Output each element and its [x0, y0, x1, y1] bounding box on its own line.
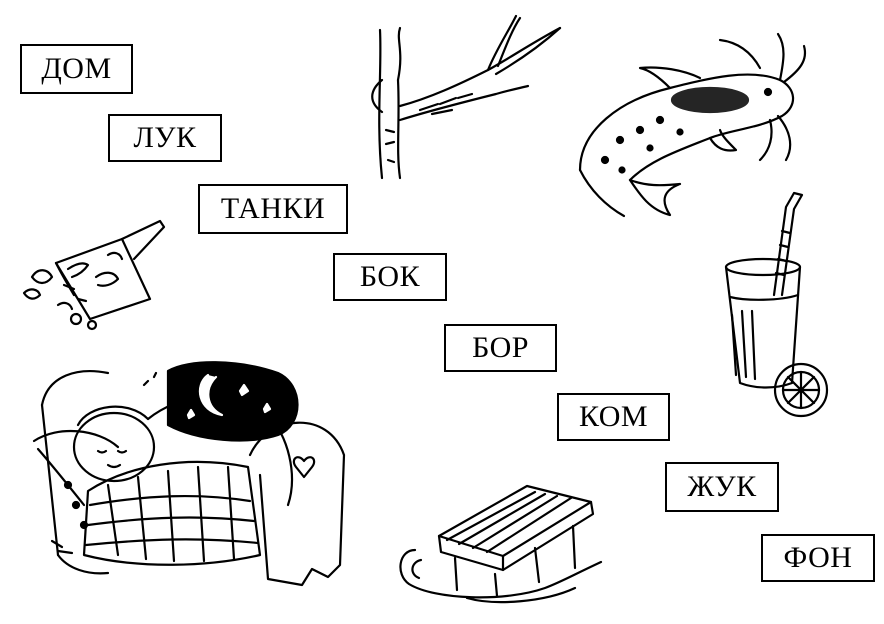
juice-glass-icon: [716, 185, 841, 420]
word-card-bor[interactable]: БОР: [444, 324, 557, 372]
catfish-icon: [560, 20, 810, 230]
word-card-luk[interactable]: ЛУК: [108, 114, 222, 162]
dustpan-icon: [18, 215, 178, 335]
word-card-fon[interactable]: ФОН: [761, 534, 875, 582]
tree-branch-icon: [360, 10, 570, 185]
sled-icon: [395, 478, 605, 613]
bed-icon: [28, 355, 358, 590]
word-card-bok[interactable]: БОК: [333, 253, 447, 301]
word-card-kom[interactable]: КОМ: [557, 393, 670, 441]
word-card-tanki[interactable]: ТАНКИ: [198, 184, 348, 234]
word-card-dom[interactable]: ДОМ: [20, 44, 133, 94]
word-card-zhuk[interactable]: ЖУК: [665, 462, 779, 512]
